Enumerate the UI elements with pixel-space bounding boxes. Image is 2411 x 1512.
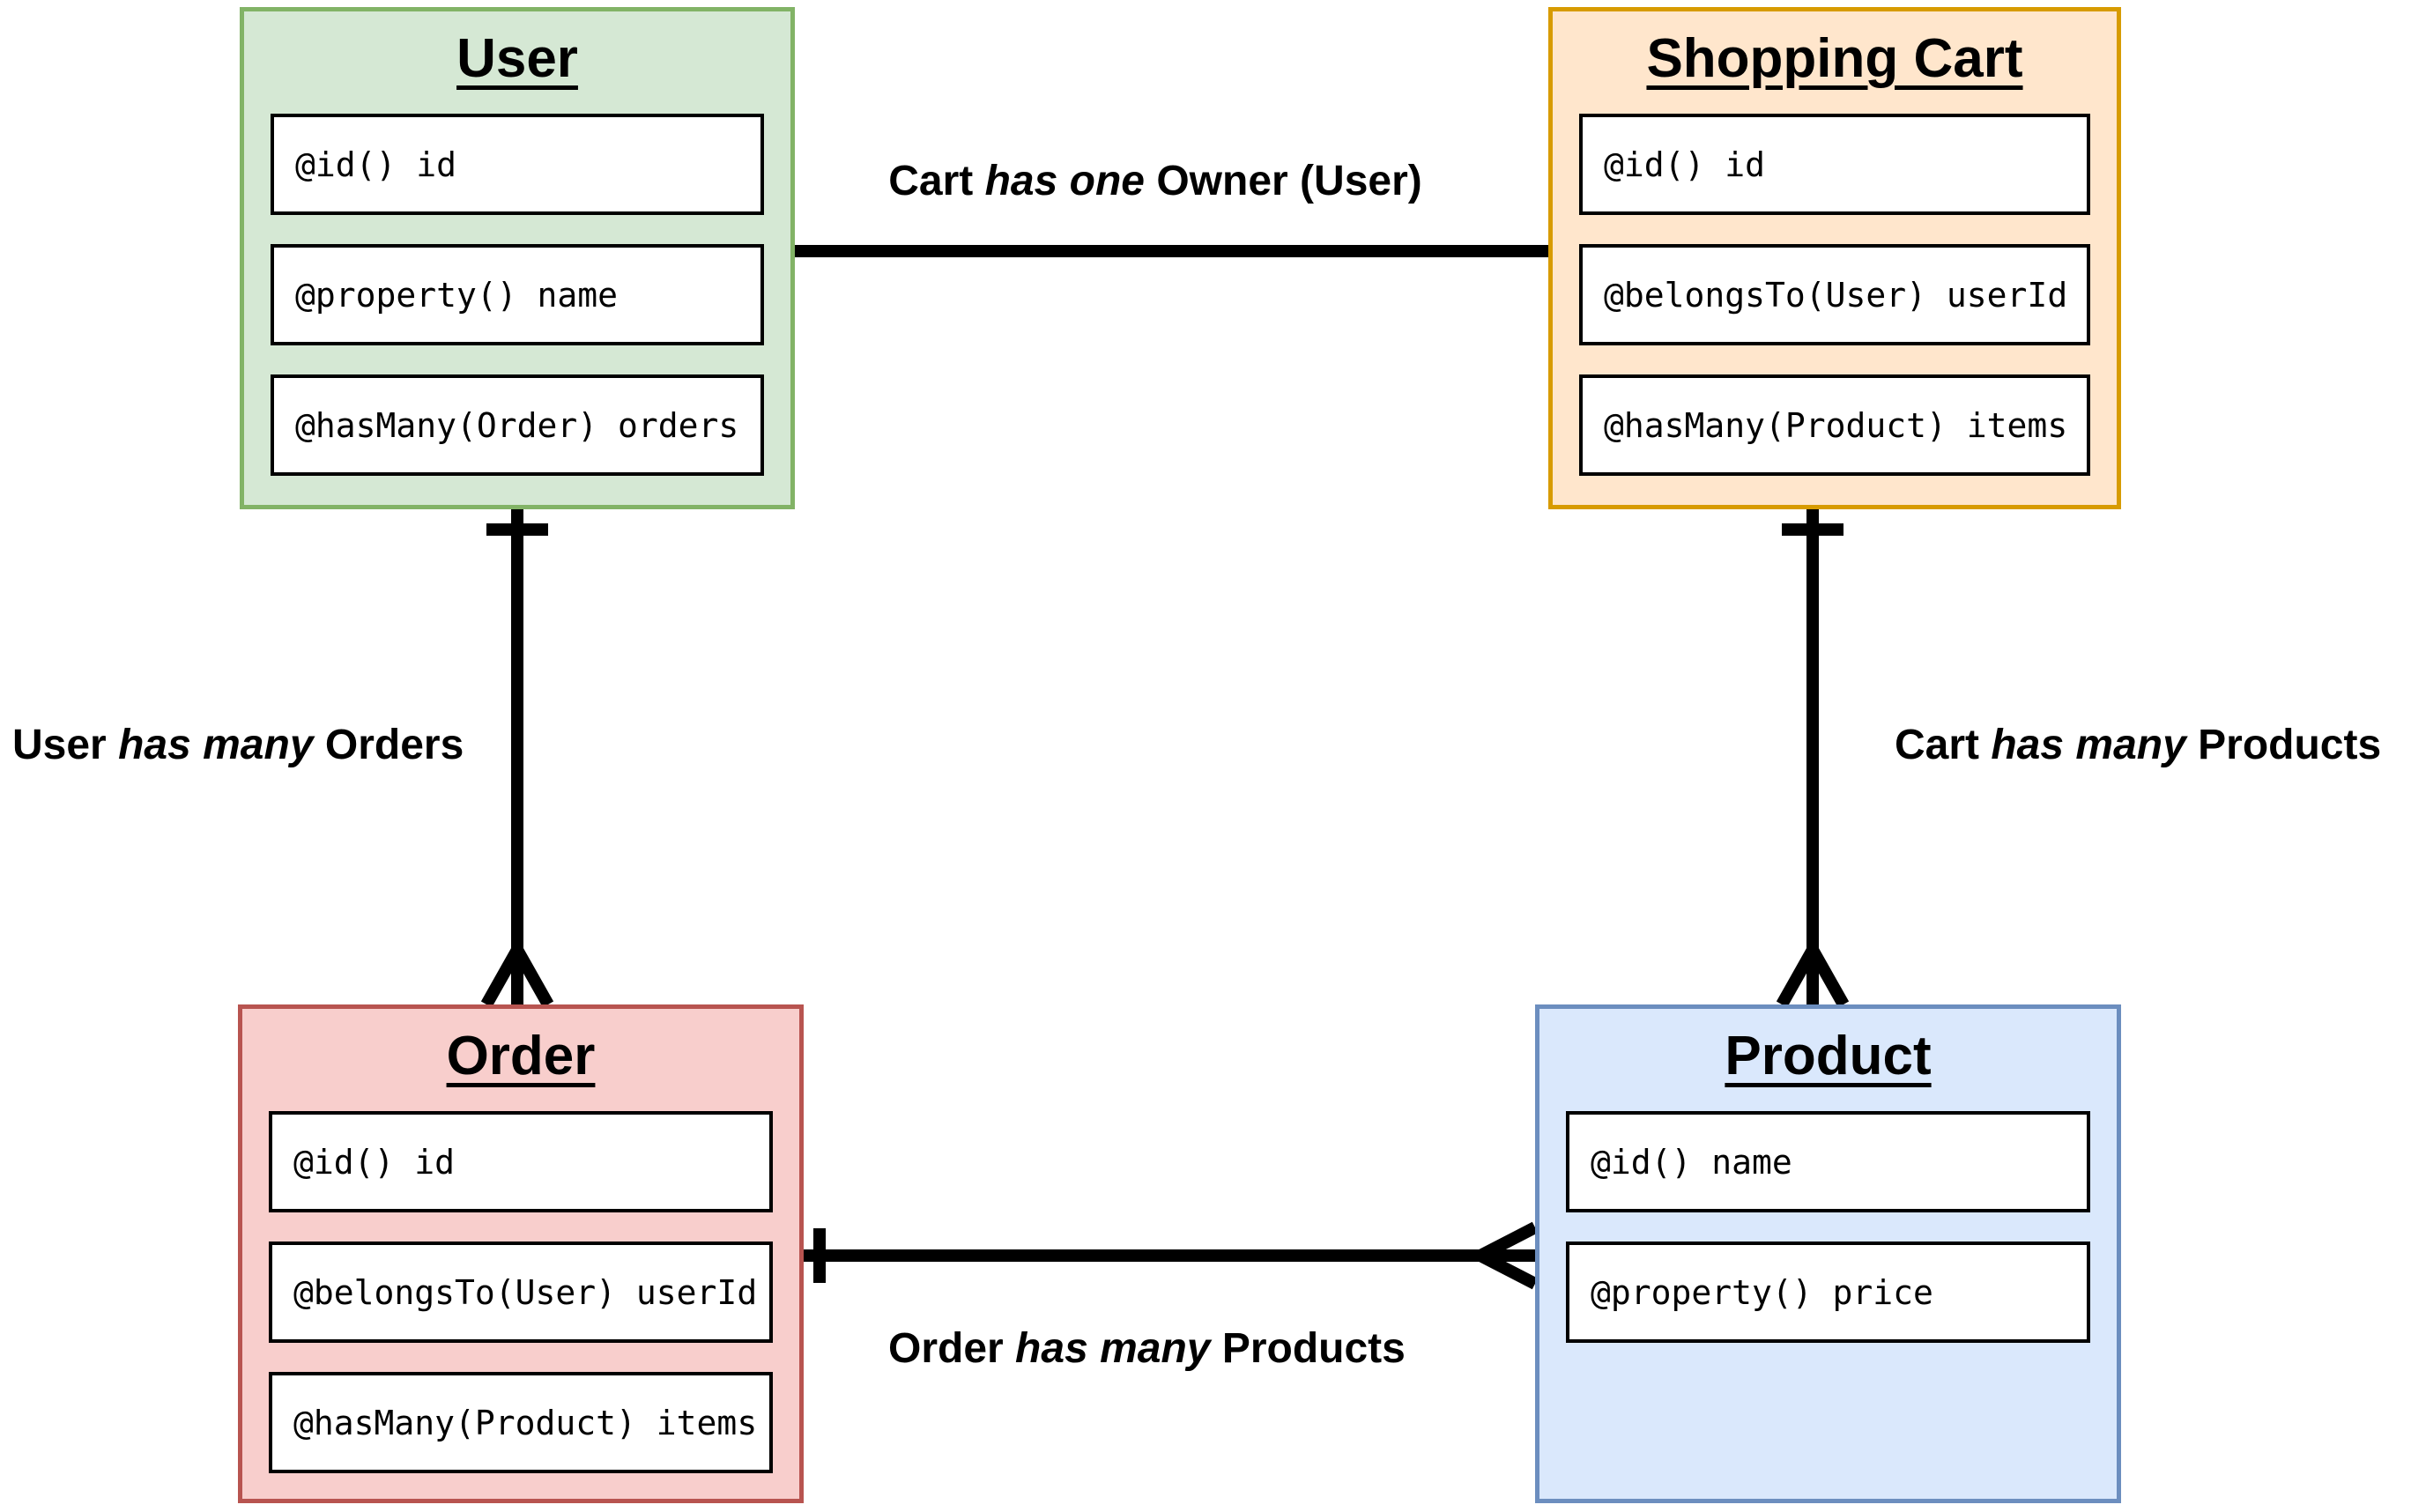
- label-verb: has one: [984, 158, 1145, 204]
- entity-product: Product @id() name @property() price: [1535, 1004, 2121, 1503]
- relationship-label-order-has-many-products: Order has many Products: [888, 1324, 1406, 1373]
- relationship-label-user-has-many-orders: User has many Orders: [12, 721, 464, 769]
- label-suffix: Products: [2185, 722, 2382, 768]
- entity-user-field-orders: @hasMany(Order) orders: [271, 374, 764, 476]
- label-suffix: Products: [1210, 1325, 1406, 1372]
- label-prefix: Cart: [1895, 722, 1992, 768]
- entity-product-fields: @id() name @property() price: [1566, 1111, 2090, 1372]
- entity-order-field-userid: @belongsTo(User) userId: [269, 1241, 773, 1343]
- entity-order-field-items: @hasMany(Product) items: [269, 1372, 773, 1473]
- label-suffix: Orders: [313, 722, 464, 768]
- entity-product-title: Product: [1725, 1026, 1932, 1086]
- label-verb: has many: [1991, 722, 2186, 768]
- relationship-label-cart-has-many-products: Cart has many Products: [1895, 721, 2381, 769]
- entity-order: Order @id() id @belongsTo(User) userId @…: [238, 1004, 804, 1503]
- entity-shopping-cart-field-items: @hasMany(Product) items: [1579, 374, 2090, 476]
- entity-shopping-cart-field-userid: @belongsTo(User) userId: [1579, 244, 2090, 345]
- crow-foot-marker-order: [480, 946, 554, 1008]
- label-prefix: Cart: [888, 158, 985, 204]
- label-prefix: User: [12, 722, 119, 768]
- relationship-label-cart-has-one-owner: Cart has one Owner (User): [803, 157, 1508, 205]
- entity-shopping-cart: Shopping Cart @id() id @belongsTo(User) …: [1548, 7, 2121, 509]
- label-suffix: Owner (User): [1145, 158, 1422, 204]
- entity-shopping-cart-title: Shopping Cart: [1646, 28, 2023, 89]
- entity-order-field-id: @id() id: [269, 1111, 773, 1212]
- entity-user-field-id: @id() id: [271, 114, 764, 215]
- crow-foot-marker-product-left: [1477, 1221, 1539, 1290]
- label-prefix: Order: [888, 1325, 1016, 1372]
- entity-product-field-name: @id() name: [1566, 1111, 2090, 1212]
- entity-product-field-price: @property() price: [1566, 1241, 2090, 1343]
- label-verb: has many: [1015, 1325, 1211, 1372]
- entity-user-title: User: [456, 28, 578, 89]
- entity-order-title: Order: [446, 1026, 596, 1086]
- label-verb: has many: [118, 722, 314, 768]
- crow-foot-marker-product-top: [1776, 946, 1850, 1008]
- entity-shopping-cart-fields: @id() id @belongsTo(User) userId @hasMan…: [1579, 114, 2090, 505]
- entity-order-fields: @id() id @belongsTo(User) userId @hasMan…: [269, 1111, 773, 1502]
- entity-user: User @id() id @property() name @hasMany(…: [240, 7, 795, 509]
- entity-user-field-name: @property() name: [271, 244, 764, 345]
- entity-shopping-cart-field-id: @id() id: [1579, 114, 2090, 215]
- entity-user-fields: @id() id @property() name @hasMany(Order…: [271, 114, 764, 505]
